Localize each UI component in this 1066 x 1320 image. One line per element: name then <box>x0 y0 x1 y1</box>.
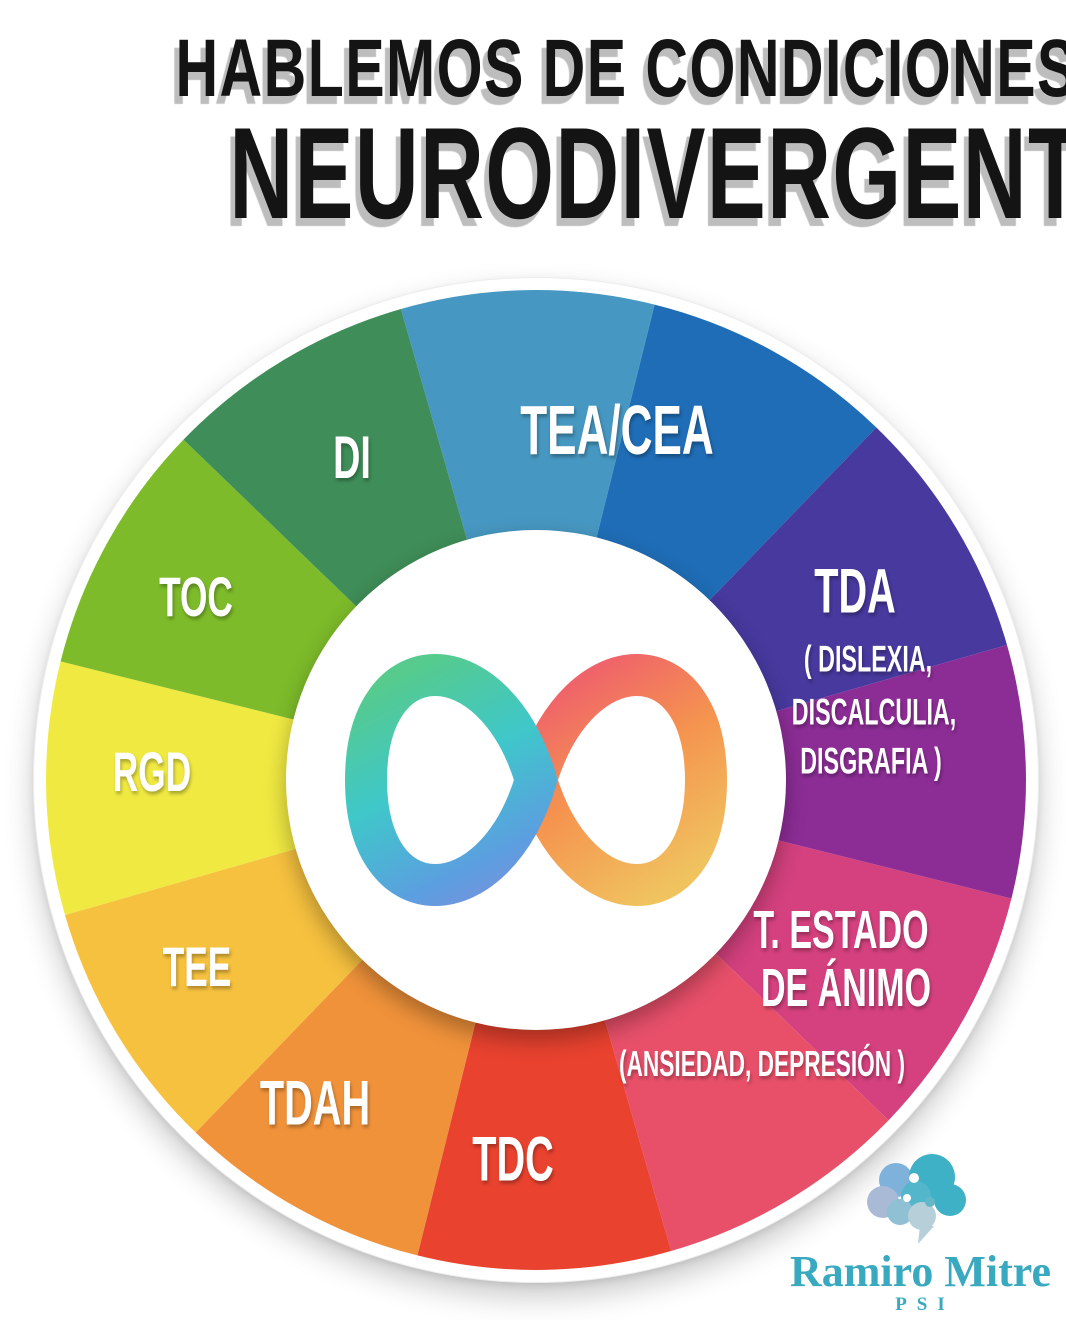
title-line-2: NEURODIVERGENTES <box>229 100 1066 246</box>
brand-logo: Ramiro Mitre PSI <box>790 1150 1052 1315</box>
brand-name: Ramiro Mitre <box>790 1247 1052 1296</box>
infinity-right-loop <box>515 654 728 906</box>
page-title: HABLEMOS DE CONDICIONES NEURODIVERGENTES <box>0 23 1066 246</box>
infinity-left-loop <box>344 654 557 906</box>
title-line-1: HABLEMOS DE CONDICIONES <box>175 23 1066 114</box>
brand-subtitle: PSI <box>895 1294 955 1315</box>
brain-icon <box>867 1154 966 1244</box>
infinity-icon <box>344 654 728 906</box>
